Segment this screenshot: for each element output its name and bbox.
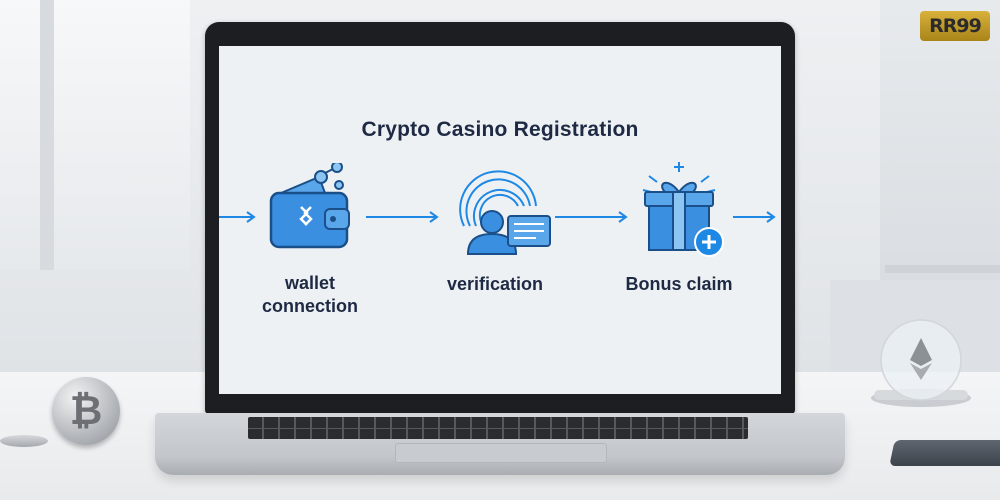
- step-label-wallet: wallet connection: [219, 272, 401, 318]
- screen-title: Crypto Casino Registration: [361, 118, 639, 141]
- step-label-verification: verification: [446, 274, 544, 294]
- keyboard-row-divider: [248, 428, 748, 429]
- flat-coin: [0, 435, 48, 447]
- arrow-icon: [733, 211, 776, 223]
- wallet-icon: [269, 163, 350, 249]
- shelf-line: [885, 265, 1000, 273]
- ethereum-globe-icon: [871, 319, 971, 407]
- arrow-icon: [555, 211, 628, 223]
- step-label-wallet-line1: wallet: [284, 273, 336, 293]
- arrow-icon: [366, 211, 439, 223]
- laptop-trackpad: [395, 443, 607, 463]
- laptop-screen: Crypto Casino Registration: [219, 46, 781, 394]
- tablet-device: [889, 440, 1000, 466]
- step-label-wallet-line2: connection: [261, 296, 358, 316]
- logo-badge: RR99: [920, 11, 990, 41]
- background-shelf: [880, 0, 1000, 280]
- step-label-bonus: Bonus claim: [625, 274, 733, 294]
- gift-box-icon: [642, 162, 724, 257]
- fingerprint-id-icon: [459, 170, 551, 255]
- window-frame: [40, 0, 54, 270]
- arrow-icon: [219, 211, 256, 223]
- background-window: [0, 0, 190, 270]
- bitcoin-coin-icon: ₿: [52, 377, 120, 445]
